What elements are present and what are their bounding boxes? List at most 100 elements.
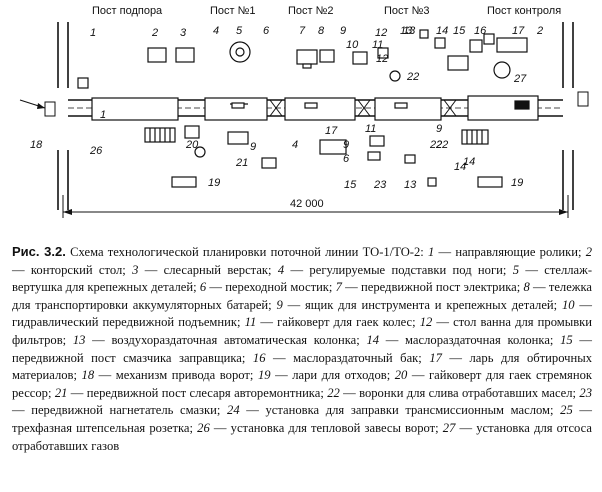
callout: 19 <box>511 177 523 189</box>
caption-item: 16 — маслораздаточный бак; <box>253 351 429 365</box>
post-label: Пост подпора <box>92 5 163 17</box>
callout: 12 <box>375 27 387 39</box>
callout: 26 <box>89 145 103 157</box>
caption-item-number: 26 <box>197 420 210 435</box>
caption-item-text: — тележка для транспортировки аккумулято… <box>12 280 592 312</box>
caption-item-number: 11 <box>244 315 257 330</box>
callout: 6 <box>343 153 350 165</box>
entry-arrowhead <box>37 103 45 109</box>
caption-item-text: — стол ванна для промывки фильтров; <box>12 315 592 347</box>
caption-item: 13 — воздухораздаточная автоматическая к… <box>73 333 367 347</box>
caption-item-number: 8 <box>523 280 530 295</box>
callout: 15 <box>344 179 357 191</box>
layout-drawing: 42 000 Пост подпора Пост №1 Пост №2 Пост… <box>19 5 589 218</box>
gate-drive-left <box>44 101 56 117</box>
caption-item-text: — гайковерт для гаек стремянок рессор; <box>12 368 592 400</box>
caption-item-number: 2 <box>585 245 592 259</box>
callout: 4 <box>292 139 298 151</box>
caption-item: 1 — направляющие ролики; <box>428 245 586 259</box>
caption-item-number: 27 <box>442 420 456 435</box>
caption-item: 17 — ларь для обтирочных материалов; <box>12 351 592 383</box>
caption-item: 27 — установка для отсоса отработавших г… <box>12 421 592 453</box>
caption-item-number: 5 <box>512 262 520 277</box>
callout: 11 <box>372 39 383 51</box>
caption-item: 22 — воронки для слива отработавших масе… <box>327 386 579 400</box>
caption-item: 21 — передвижной пост слесаря авторемонт… <box>55 386 327 400</box>
caption-item: 14 — маслораздаточная колонка; <box>366 333 560 347</box>
caption-item-number: 24 <box>227 403 240 418</box>
bridges <box>269 99 457 117</box>
callout: 10 <box>346 39 359 51</box>
caption-item-text: — установка для отсоса отработавших газо… <box>12 420 592 453</box>
caption-item-number: 23 <box>579 385 593 400</box>
caption-item-number: 3 <box>132 262 139 277</box>
caption-item-text: — воронки для слива отработавших масел; <box>339 385 580 400</box>
caption-item-text: — слесарный верстак; <box>138 262 278 277</box>
caption-item-number: 10 <box>561 297 575 312</box>
callout: 14 <box>436 25 448 37</box>
gate-drive-right <box>577 91 589 107</box>
caption-item-number: 19 <box>257 368 271 383</box>
caption-item-text: — ларь для обтирочных материалов; <box>12 350 592 383</box>
caption-item-text: — передвижной пост слесаря авторемонтник… <box>67 385 328 400</box>
callout: 14 <box>463 156 475 168</box>
callout: 2 <box>536 25 543 37</box>
callout: 23 <box>373 179 387 191</box>
caption-item-number: 1 <box>428 245 435 259</box>
post-labels: Пост подпора Пост №1 Пост №2 Пост №3 Пос… <box>92 5 561 17</box>
dimension-line <box>62 195 569 218</box>
callout: 9 <box>250 141 256 153</box>
callout: 19 <box>208 177 220 189</box>
callout: 22 <box>429 139 442 151</box>
equipment-bottom <box>144 125 503 188</box>
caption-item-text: — направляющие ролики; <box>434 245 586 259</box>
caption-item-number: 4 <box>277 262 285 277</box>
caption-item: 6 — переходной мостик; <box>200 280 336 294</box>
caption-item: 4 — регулируемые подставки под ноги; <box>278 263 513 277</box>
caption-item-text: — маслораздаточная колонка; <box>379 332 561 347</box>
caption-item: 7 — передвижной пост электрика; <box>336 280 524 294</box>
caption-item: 9 — ящик для инструмента и крепежных дет… <box>276 298 562 312</box>
callout: 1 <box>100 109 106 121</box>
callout: 13 <box>404 179 417 191</box>
caption-item: 3 — слесарный верстак; <box>132 263 278 277</box>
callout: 3 <box>180 27 187 39</box>
callout: 9 <box>436 123 442 135</box>
vehicles <box>91 95 539 121</box>
caption-item-text: — переходной мостик; <box>206 280 336 295</box>
caption-item-number: 18 <box>81 368 95 383</box>
callout: 11 <box>365 123 376 135</box>
caption-item-text: — лари для отходов; <box>270 368 395 383</box>
callout: 17 <box>325 125 338 137</box>
caption-item-number: 9 <box>276 297 283 312</box>
caption-item: 5 — стеллаж-вертушка для крепежных детал… <box>12 263 592 295</box>
callout: 9 <box>343 139 349 151</box>
callout: 16 <box>474 25 487 37</box>
callout: 1 <box>90 27 96 39</box>
caption-item-number: 6 <box>199 280 207 295</box>
caption-item-text: — маслораздаточный бак; <box>265 350 430 365</box>
caption-item: 8 — тележка для транспортировки аккумуля… <box>12 280 592 312</box>
callout: 21 <box>235 157 248 169</box>
callout: 13 <box>403 25 416 37</box>
caption-item-number: 17 <box>429 350 442 365</box>
callout: 5 <box>236 25 243 37</box>
caption-item: 11 — гайковерт для гаек колес; <box>245 315 420 329</box>
caption-item-number: 25 <box>560 403 573 418</box>
callout: 2 <box>151 27 158 39</box>
caption-item: 12 — стол ванна для промывки фильтров; <box>12 315 592 347</box>
caption-item-number: 16 <box>252 350 266 365</box>
callout: 20 <box>185 139 199 151</box>
callout: 14 <box>454 161 466 173</box>
post-label: Пост №3 <box>384 5 430 17</box>
caption-item: 26 — установка для тепловой завесы ворот… <box>197 421 443 435</box>
caption-item-text: — трехфазная штепсельная розетка; <box>12 403 592 435</box>
caption-item-number: 12 <box>419 315 433 330</box>
caption-item: 15 — передвижной пост смазчика заправщик… <box>12 333 592 365</box>
callout: 13 <box>400 25 413 37</box>
caption-item: 2 — конторский стол; <box>12 245 592 277</box>
caption-item-number: 21 <box>54 385 68 400</box>
caption-item: 10 — гидравлический передвижной подъемни… <box>12 298 592 330</box>
caption-item-text: — передвижной пост электрика; <box>341 280 524 295</box>
post-label: Пост №2 <box>288 5 334 17</box>
